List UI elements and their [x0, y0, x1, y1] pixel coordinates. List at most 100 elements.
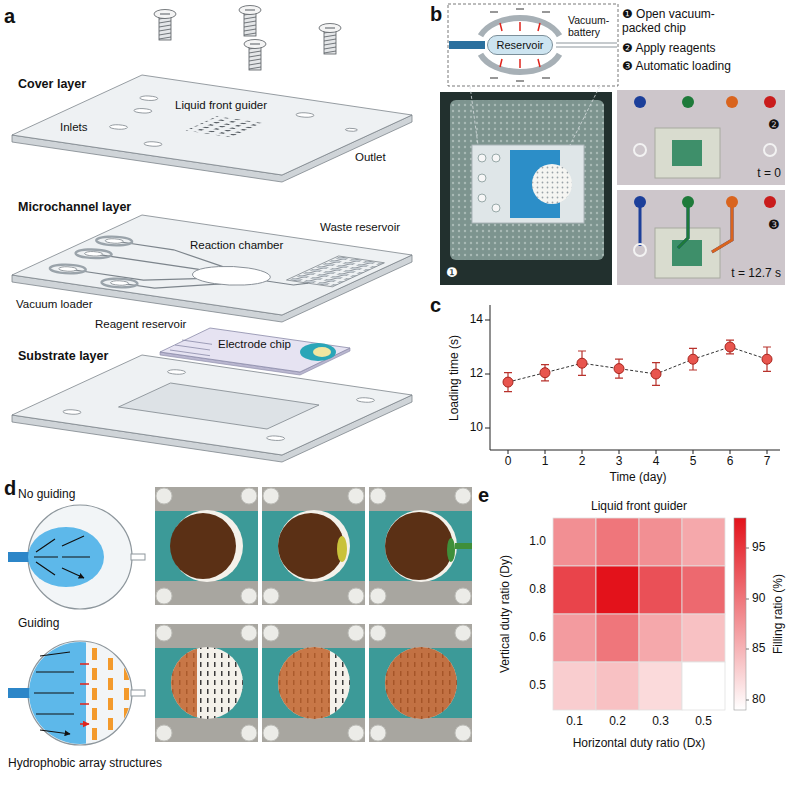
axis-tick: 2	[579, 455, 586, 469]
photo-annotation: t = 12.7 s	[731, 267, 781, 281]
no-guiding-schematic	[131, 554, 145, 560]
no-guiding-photo	[262, 487, 365, 605]
loading-photo	[634, 196, 646, 208]
axis-tick: 0.2	[609, 715, 626, 729]
microchannel-plate	[287, 256, 385, 287]
loading-time-chart	[762, 354, 772, 364]
panel-letter: b	[430, 3, 442, 26]
layer-name: Substrate layer	[18, 349, 108, 363]
no-guiding-schematic	[8, 552, 30, 562]
loading-photo	[712, 202, 732, 252]
filling-heatmap	[553, 518, 725, 710]
vacuum-inset	[490, 9, 550, 81]
guiding-schematic	[92, 688, 97, 700]
axis-tick: 6	[727, 455, 734, 469]
no-guiding-photo	[455, 543, 472, 549]
microchannel-plate	[70, 248, 118, 260]
colorbar-tick: 95	[752, 541, 765, 555]
axis-tick: 0.6	[529, 631, 546, 645]
vacuum-inset	[449, 41, 485, 49]
guiding-schematic	[108, 658, 113, 670]
step-text: ❶ Open vacuum-packed chip	[622, 8, 740, 36]
filling-heatmap	[682, 566, 725, 614]
filling-heatmap	[596, 662, 639, 710]
axis-tick: 1.0	[529, 535, 546, 549]
axis-tick: 12	[470, 367, 483, 381]
loading-time-chart	[614, 364, 624, 374]
colorbar-tick: 85	[752, 642, 765, 656]
part-label: Reaction chamber	[190, 239, 283, 252]
axis-tick: 7	[764, 455, 771, 469]
loading-time-chart	[651, 369, 661, 379]
no-guiding-schematic	[8, 505, 145, 609]
axis-tick: 14	[470, 313, 483, 327]
axis-tick: 3	[616, 455, 623, 469]
axis-title: Loading time (s)	[448, 335, 462, 421]
loading-time-chart	[485, 305, 780, 454]
reagent-photo	[726, 96, 738, 108]
axis-tick: 5	[690, 455, 697, 469]
filling-heatmap	[639, 614, 682, 662]
no-guiding-photo	[155, 487, 258, 605]
panel-letter: e	[478, 484, 489, 507]
axis-tick: 0.3	[652, 715, 669, 729]
layer-name: Microchannel layer	[18, 200, 131, 214]
part-label: Outlet	[355, 151, 386, 164]
panel-letter: c	[430, 294, 441, 317]
no-guiding-photo	[170, 513, 236, 579]
loading-time-chart	[540, 368, 550, 378]
guiding-schematic	[92, 668, 97, 680]
guiding-schematic	[108, 698, 113, 710]
loading-photo	[726, 196, 738, 208]
panel-subtitle: No guiding	[18, 488, 75, 502]
filling-heatmap	[639, 566, 682, 614]
filling-heatmap	[553, 614, 596, 662]
cover-plate	[12, 75, 412, 175]
guiding-schematic	[28, 640, 86, 746]
loading-photo	[682, 196, 694, 208]
node-text: Reservoir	[496, 39, 543, 51]
no-guiding-photo	[262, 487, 365, 605]
cover-plate	[131, 108, 155, 114]
axis-tick: 10	[470, 421, 483, 435]
no-guiding-schematic	[28, 505, 132, 609]
cover-plate	[12, 75, 412, 182]
reagent-photo	[764, 96, 776, 108]
reagent-photo	[617, 90, 785, 185]
panel-letter: d	[4, 477, 16, 500]
vacuum-pack-photo	[440, 86, 612, 285]
reagent-photo	[655, 128, 720, 178]
reagent-photo	[634, 144, 646, 156]
guiding-schematic	[28, 640, 129, 746]
loading-time-chart	[688, 354, 698, 364]
microchannel-plate	[96, 277, 144, 289]
filling-heatmap	[596, 518, 639, 566]
inset-label: Vacuum-battery	[568, 14, 618, 38]
loading-time-chart	[577, 358, 587, 368]
filling-heatmap	[553, 518, 596, 566]
cover-plate	[293, 112, 317, 118]
reagent-photo	[682, 96, 694, 108]
substrate-plate	[12, 355, 412, 462]
guiding-photo	[278, 644, 330, 724]
filling-heatmap	[596, 566, 639, 614]
axis-tick: 4	[653, 455, 660, 469]
colorbar	[746, 548, 749, 700]
substrate-plate	[264, 435, 288, 441]
axis-tick: 0.5	[695, 715, 712, 729]
substrate-plate	[60, 367, 378, 445]
guiding-schematic	[124, 668, 129, 680]
guiding-schematic	[124, 708, 129, 720]
no-guiding-photo	[385, 512, 453, 580]
part-label: Reagent reservoir	[95, 318, 186, 331]
guiding-photo	[262, 624, 365, 742]
loading-time-chart	[503, 377, 513, 387]
guiding-schematic	[34, 652, 74, 734]
guiding-schematic	[108, 678, 113, 690]
axis-tick: 0.5	[529, 679, 546, 693]
vacuum-pack-photo	[492, 204, 500, 212]
loading-time-chart	[508, 450, 767, 454]
guiding-schematic	[108, 718, 113, 730]
